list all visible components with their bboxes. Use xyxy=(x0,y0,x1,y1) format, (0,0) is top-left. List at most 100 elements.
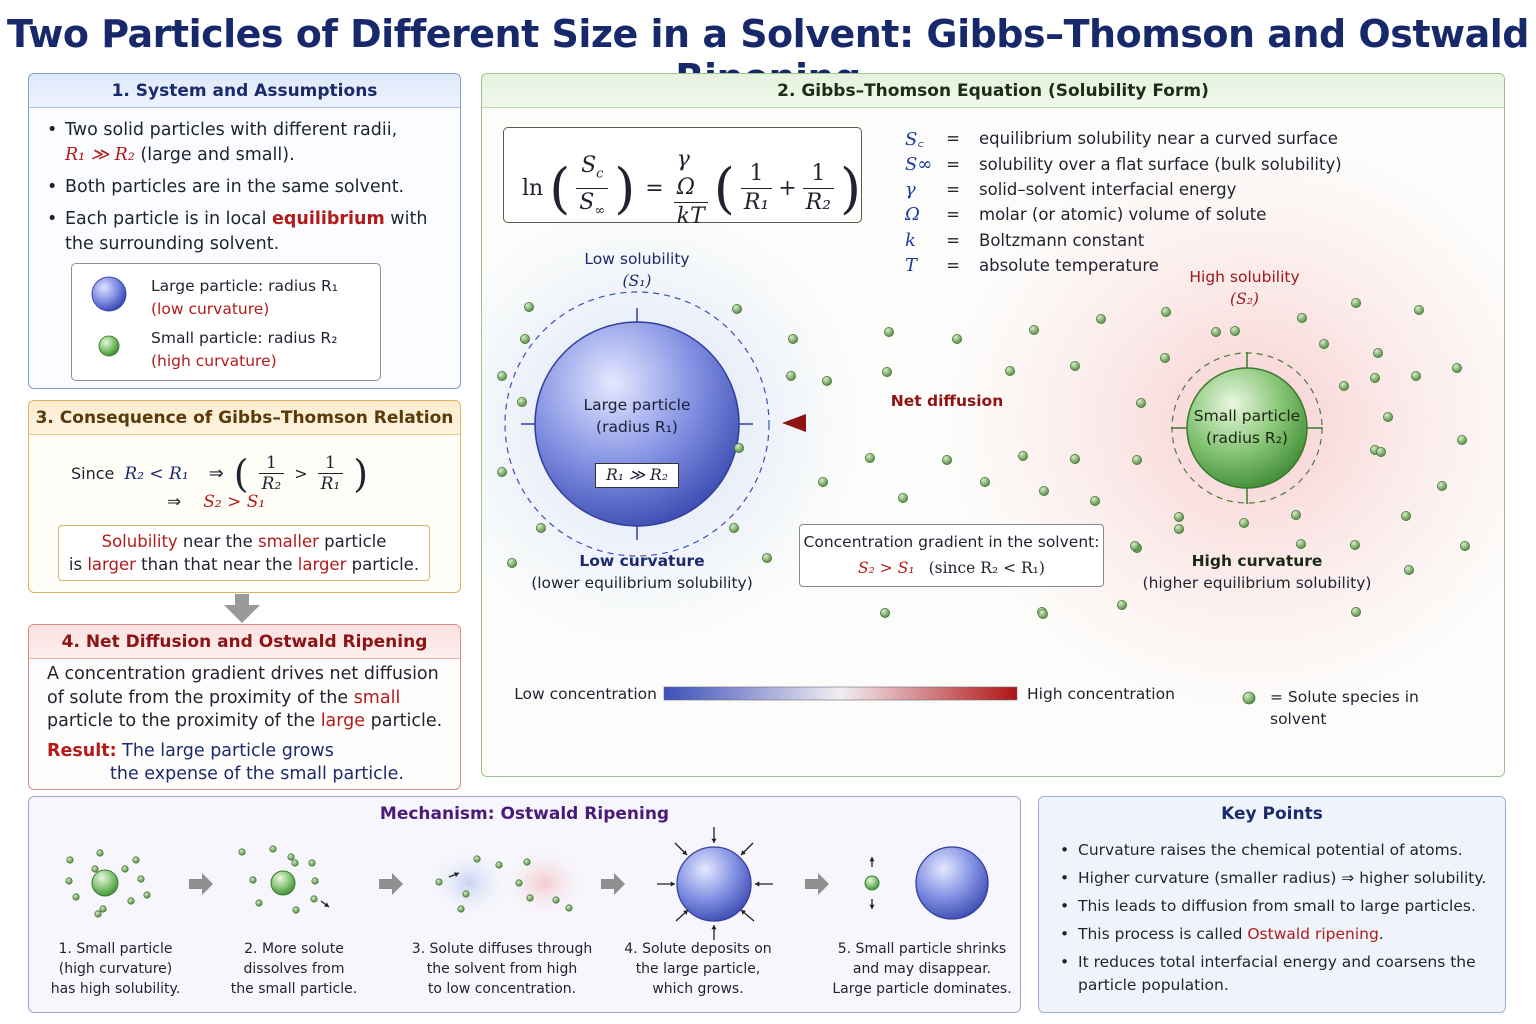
legend-small-label: Small particle: radius R₂ xyxy=(151,329,338,347)
solute-dot xyxy=(462,890,470,898)
solute-dot xyxy=(1457,434,1468,445)
solute-dot xyxy=(1038,609,1049,620)
arrowhead-icon xyxy=(869,904,875,909)
solute-dot xyxy=(1460,540,1471,551)
solute-dot xyxy=(523,858,531,866)
gibbs-thomson-panel: 2. Gibbs–Thomson Equation (Solubility Fo… xyxy=(481,73,1505,777)
legend-small-note: (high curvature) xyxy=(151,352,277,370)
large-particle-boundary xyxy=(504,291,770,557)
solute-dot xyxy=(1351,297,1362,308)
step3-low-halo xyxy=(427,847,511,919)
paren-close: ) xyxy=(840,156,862,220)
solute-dot xyxy=(1039,485,1050,496)
solute-dot xyxy=(526,894,534,902)
variable-eq: = xyxy=(946,205,960,225)
inverse-radius-1: 1 R₁ xyxy=(740,160,773,217)
label-line: (higher equilibrium solubility) xyxy=(1142,574,1372,592)
caption-line: and may disappear. xyxy=(852,961,992,977)
highlight-word: equilibrium xyxy=(272,209,385,229)
caption-line: 4. Solute deposits on xyxy=(624,941,772,957)
label-line: Low solubility xyxy=(584,250,690,268)
solute-dot xyxy=(132,856,140,864)
caption-line: dissolves from xyxy=(243,961,345,977)
solute-dot xyxy=(66,856,74,864)
plus-sign: + xyxy=(778,176,797,201)
solute-dot xyxy=(292,906,300,914)
paren-close: ) xyxy=(614,156,636,220)
result-label: Result: xyxy=(47,740,117,761)
solute-dot xyxy=(785,370,796,381)
solute-dot xyxy=(1211,326,1222,337)
net-diffusion-panel: 4. Net Diffusion and Ostwald Ripening A … xyxy=(28,624,461,790)
key-point-item: This process is called Ostwald ripening. xyxy=(1057,923,1493,946)
solute-dot xyxy=(99,905,107,913)
assumption-text: (large and small). xyxy=(134,145,295,165)
variable-row: S∞=solubility over a flat surface (bulk … xyxy=(905,151,1342,176)
caption-line: the solvent from high xyxy=(426,961,578,977)
key-point-item: This leads to diffusion from small to la… xyxy=(1057,895,1493,918)
solute-dot xyxy=(1339,380,1350,391)
solute-dot xyxy=(1401,510,1412,521)
solute-dot xyxy=(1070,453,1081,464)
step5-large-particle xyxy=(915,846,989,920)
sinf-symbol: S xyxy=(579,190,595,215)
solute-dot xyxy=(1437,480,1448,491)
solute-dot xyxy=(1350,539,1361,550)
assumption-text: Both particles are in the same solvent. xyxy=(65,177,405,197)
solute-dot xyxy=(121,865,129,873)
variable-def: solid–solvent interfacial energy xyxy=(979,179,1237,199)
particle-legend: Large particle: radius R₁ (low curvature… xyxy=(71,263,381,381)
key-point-text: Higher curvature (smaller radius) ⇒ high… xyxy=(1078,869,1487,887)
assumption-text: Two solid particles with different radii… xyxy=(65,120,398,140)
solute-dot xyxy=(524,301,535,312)
panel-heading: 2. Gibbs–Thomson Equation (Solubility Fo… xyxy=(482,74,1504,108)
solute-dot xyxy=(1239,517,1250,528)
fraction-numerator: 1 xyxy=(811,161,826,186)
solute-dot xyxy=(96,849,104,857)
sc-symbol: S xyxy=(581,152,597,178)
solute-dot xyxy=(1161,306,1172,317)
gradient-relation: S₂ > S₁ xyxy=(858,559,915,577)
highlight-word: small xyxy=(353,687,401,708)
note-word: than that near the xyxy=(135,555,298,574)
variable-eq: = xyxy=(946,154,960,174)
key-point-text: Curvature raises the chemical potential … xyxy=(1078,841,1463,859)
solute-species xyxy=(496,297,1471,620)
solute-dot xyxy=(238,848,246,856)
solute-dot xyxy=(1136,397,1147,408)
solute-dot xyxy=(1096,313,1107,324)
solute-dot xyxy=(94,910,102,918)
arrowhead-icon xyxy=(782,414,806,432)
solute-dot xyxy=(733,442,744,453)
gibbs-thomson-equation: ln ( Sc S∞ ) = γ Ω kT ( 1 R₁ + 1 R₂ ) xyxy=(503,127,862,229)
solute-dot xyxy=(565,904,573,912)
solute-dot xyxy=(308,859,316,867)
note-word: is xyxy=(68,555,88,574)
variable-eq: = xyxy=(946,129,960,149)
inverse-radius-2: 1 R₂ xyxy=(802,160,835,217)
caption-line: Large particle dominates. xyxy=(832,981,1012,997)
step1-small-particle xyxy=(91,869,119,897)
legend-large-note: (low curvature) xyxy=(151,300,270,318)
radius-relation: R₁ ≫ R₂ xyxy=(65,145,135,165)
variable-def: Boltzmann constant xyxy=(979,230,1145,250)
small-particle-icon xyxy=(98,335,120,357)
explanation-text: A concentration gradient drives net diff… xyxy=(47,664,439,708)
variable-def: molar (or atomic) volume of solute xyxy=(979,205,1267,225)
large-particle-label: Large particle (radius R₁) xyxy=(567,394,707,438)
legend-icons xyxy=(91,276,127,357)
solubility-inequality: S₂ > S₁ xyxy=(203,492,266,512)
fraction-numerator: 1 xyxy=(749,161,764,186)
caption-line: the small particle. xyxy=(230,981,358,997)
solute-dot xyxy=(1376,446,1387,457)
step3-high-halo xyxy=(502,847,586,919)
arrowhead-icon xyxy=(683,910,688,915)
mechanism-small-arrows xyxy=(320,827,875,940)
step-arrow-icon xyxy=(805,873,829,895)
key-points-panel: Key Points Curvature raises the chemical… xyxy=(1038,796,1506,1013)
low-solubility-label: Low solubility (S₁) xyxy=(577,248,697,292)
explanation-text: particle to the proximity of the xyxy=(47,711,321,731)
solute-dot xyxy=(787,333,798,344)
solubility-note: Solubility near the smaller particle is … xyxy=(58,525,430,581)
